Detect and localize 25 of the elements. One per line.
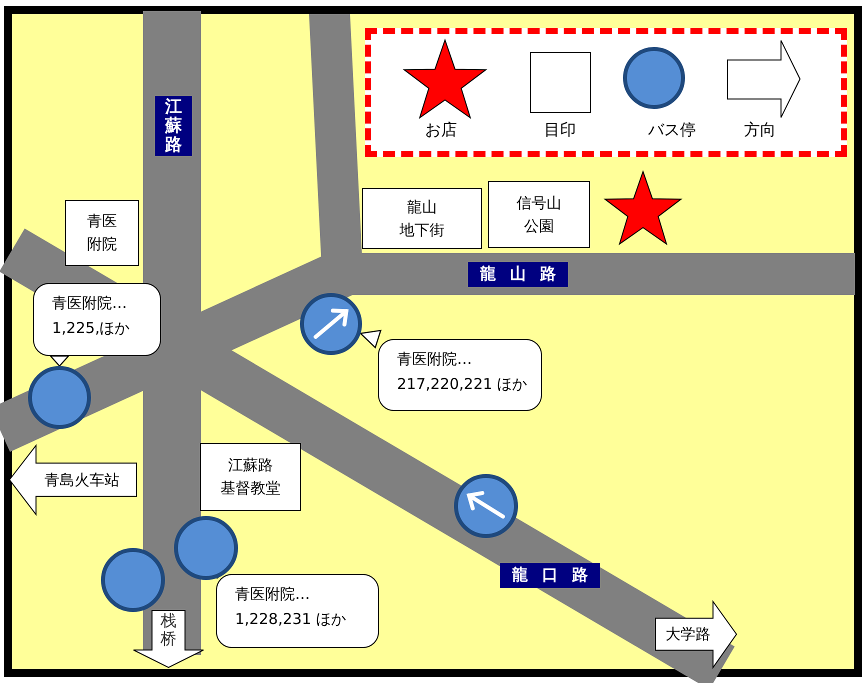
callout-tail [49,355,70,367]
road-name: 江蘇路 [155,96,192,156]
speech-bubble [216,574,379,648]
landmark-box: 信号山公園 [488,181,590,248]
route-numbers: 217,220,221 ほか [397,374,528,395]
speech-bubble [378,339,542,411]
landmark-box: 江蘇路基督教堂 [200,443,301,511]
stop-name: 青医附院… [235,584,311,605]
destination-sign: 青島火车站 [9,445,137,515]
route-numbers: 1,225,ほか [52,318,131,339]
destination-sign: 栈桥 [133,610,204,668]
route-numbers: 1,228,231 ほか [235,609,348,630]
road-name: 龍山路 [468,262,568,287]
legend-label: 方向 [743,119,777,141]
landmark-box: 青医附院 [65,200,139,266]
stop-name: 青医附院… [52,293,128,314]
legend-label: 目印 [543,119,577,141]
landmark-box: 龍山地下街 [362,188,482,249]
destination-sign: 大学路 [655,601,737,668]
callout-tail [359,330,382,349]
legend-label: お店 [424,119,458,141]
speech-bubble [33,283,161,356]
road-name: 龍口路 [500,563,600,588]
stop-name: 青医附院… [397,349,473,370]
legend-label: バス停 [647,119,697,141]
